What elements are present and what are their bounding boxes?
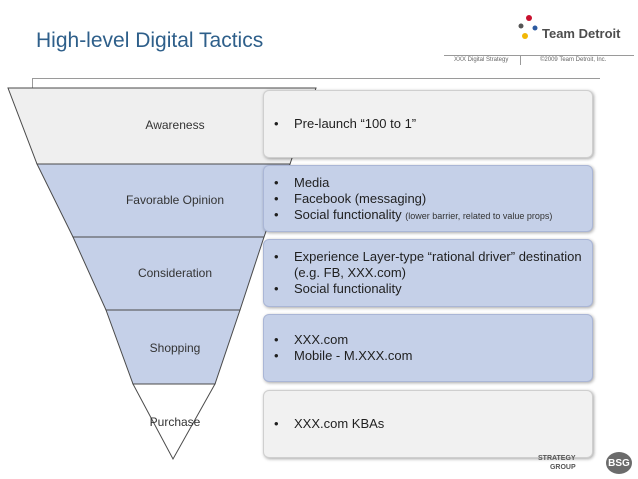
tactic-box-favorable-opinion: Media Facebook (messaging) Social functi… [263, 165, 593, 232]
header-meta-right: ©2009 Team Detroit, Inc. [540, 57, 607, 63]
stage-label-awareness: Awareness [145, 118, 205, 132]
tactic-bullet: Media [274, 175, 582, 191]
tactic-bullet: Pre-launch “100 to 1” [274, 116, 582, 132]
stage-label-shopping: Shopping [149, 341, 201, 355]
header-meta-left: XXX Digital Strategy [454, 57, 509, 63]
team-detroit-logo [518, 15, 538, 39]
tactic-box-purchase: XXX.com KBAs [263, 390, 593, 458]
tactic-box-awareness: Pre-launch “100 to 1” [263, 90, 593, 158]
logo-dot-gray [518, 23, 524, 29]
page-title: High-level Digital Tactics [36, 29, 264, 52]
bsg-wordmark: STRATEGY GROUP [538, 454, 576, 472]
tactic-box-shopping: XXX.com Mobile - M.XXX.com [263, 314, 593, 382]
tactic-bullet: Mobile - M.XXX.com [274, 348, 582, 364]
tactic-bullet: Experience Layer-type “rational driver” … [274, 249, 582, 281]
tactic-box-consideration: Experience Layer-type “rational driver” … [263, 239, 593, 307]
bsg-line1: STRATEGY [538, 455, 576, 462]
tactic-note: (lower barrier, related to value props) [405, 210, 553, 221]
funnel-segment-purchase [132, 383, 216, 461]
tactic-bullet: Facebook (messaging) [274, 191, 582, 207]
logo-dot-blue [532, 25, 538, 31]
frame-line [32, 78, 600, 79]
header-rule [444, 55, 634, 56]
tactic-bullet: XXX.com [274, 332, 582, 348]
header-meta-divider [520, 56, 521, 65]
stage-label-favorable-opinion: Favorable Opinion [125, 193, 225, 207]
tactic-bullet-text: Social functionality [294, 206, 402, 222]
logo-dot-yellow [522, 33, 528, 39]
tactic-bullet: Social functionality [274, 281, 582, 297]
frame-line-left [32, 78, 33, 88]
stage-label-consideration: Consideration [137, 266, 213, 280]
bsg-logo: BSG [606, 452, 632, 474]
logo-dot-red [526, 15, 532, 21]
tactic-bullet-with-note: Social functionality (lower barrier, rel… [274, 207, 582, 223]
tactic-bullet: XXX.com KBAs [274, 416, 582, 432]
logo-text: Team Detroit [542, 26, 621, 41]
stage-label-purchase: Purchase [149, 415, 201, 429]
bsg-line2: GROUP [549, 464, 576, 471]
